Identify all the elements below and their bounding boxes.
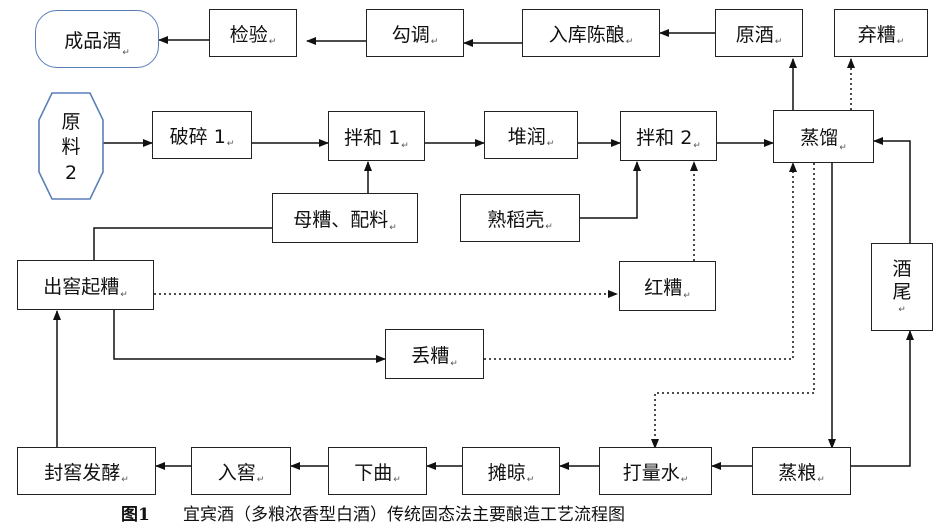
node-red-grains-label: 红糟 bbox=[644, 276, 683, 299]
arrow-tails-to-distill bbox=[873, 137, 911, 243]
node-mixing1-label: 拌和 1 bbox=[344, 126, 401, 149]
arrow-distill-to-water bbox=[651, 163, 815, 449]
caption-label: 图1 bbox=[121, 505, 150, 525]
node-discarded-grains: 弃糟↵ bbox=[834, 9, 928, 57]
node-distillation-label: 蒸馏 bbox=[800, 127, 839, 149]
node-crushing: 破碎 1↵ bbox=[152, 111, 252, 159]
node-crushing-label: 破碎 1 bbox=[169, 125, 226, 148]
node-adding-qu: 下曲↵ bbox=[328, 447, 427, 495]
tails-char-2: 尾 bbox=[892, 281, 912, 304]
node-steaming: 蒸粮↵ bbox=[752, 447, 851, 495]
node-mother-grains-label: 母糟、配料 bbox=[293, 208, 389, 231]
node-blending: 勾调↵ bbox=[366, 9, 464, 57]
arrow-husk-to-mixing2 bbox=[580, 161, 641, 219]
node-adding-qu-label: 下曲 bbox=[354, 461, 393, 484]
node-piling: 堆润↵ bbox=[484, 111, 578, 159]
node-discarded-grains-label: 弃糟 bbox=[857, 23, 896, 46]
raw-material-hexagon bbox=[38, 92, 104, 200]
node-mixing2-label: 拌和 2 bbox=[636, 126, 693, 149]
node-storage-aging-label: 入库陈酿 bbox=[548, 23, 625, 46]
node-mixing1: 拌和 1↵ bbox=[328, 111, 425, 161]
node-piling-label: 堆润 bbox=[507, 125, 546, 148]
node-red-grains: 红糟↵ bbox=[619, 261, 716, 311]
node-blending-label: 勾调 bbox=[391, 23, 430, 46]
raw-material-char-3: 2 bbox=[64, 161, 78, 184]
caption-title: 宜宾酒（多粮浓香型白酒）传统固态法主要酿造工艺流程图 bbox=[183, 505, 625, 525]
node-mixing2: 拌和 2↵ bbox=[620, 111, 717, 161]
raw-material-char-1: 原 bbox=[61, 110, 81, 133]
node-mother-grains: 母糟、配料↵ bbox=[272, 193, 418, 243]
node-spreading-cool: 摊晾↵ bbox=[462, 447, 560, 495]
node-cellar-out: 出窖起糟↵ bbox=[17, 260, 154, 310]
node-sealing-ferment: 封窖发酵↵ bbox=[17, 447, 156, 495]
node-finished-liquor: 成品酒↵ bbox=[35, 10, 159, 68]
line-cellar-to-mother bbox=[93, 227, 272, 260]
node-cellar-in-label: 入窖 bbox=[217, 461, 256, 484]
node-distillation: 蒸馏↵ bbox=[773, 110, 874, 163]
node-lost-grains-label: 丢糟 bbox=[411, 344, 450, 367]
node-cooked-husk-label: 熟稻壳 bbox=[487, 208, 545, 231]
node-finished-liquor-label: 成品酒 bbox=[64, 29, 122, 52]
node-storage-aging: 入库陈酿↵ bbox=[522, 9, 660, 57]
node-adding-water: 打量水↵ bbox=[599, 447, 712, 495]
tails-char-1: 酒 bbox=[892, 257, 912, 280]
node-cooked-husk: 熟稻壳↵ bbox=[460, 194, 580, 242]
node-cellar-out-label: 出窖起糟 bbox=[43, 275, 120, 298]
arrow-steam-to-tails bbox=[851, 330, 914, 467]
raw-material-char-2: 料 bbox=[61, 136, 81, 159]
node-raw-material: 原 料 2 bbox=[39, 98, 103, 198]
node-raw-liquor: 原酒↵ bbox=[715, 9, 803, 57]
node-spreading-cool-label: 摊晾 bbox=[487, 461, 526, 484]
arrow-cellar-to-lost bbox=[113, 310, 386, 363]
node-lost-grains: 丢糟↵ bbox=[385, 329, 484, 379]
node-cellar-in: 入窖↵ bbox=[191, 447, 291, 495]
node-tails: 酒 尾 ↵ bbox=[871, 243, 933, 331]
node-adding-water-label: 打量水 bbox=[622, 461, 680, 484]
node-raw-liquor-label: 原酒 bbox=[735, 23, 774, 46]
node-inspection-label: 检验 bbox=[229, 23, 268, 46]
node-inspection: 检验↵ bbox=[209, 9, 297, 57]
node-sealing-ferment-label: 封窖发酵 bbox=[44, 461, 121, 484]
node-steaming-label: 蒸粮 bbox=[778, 461, 817, 484]
